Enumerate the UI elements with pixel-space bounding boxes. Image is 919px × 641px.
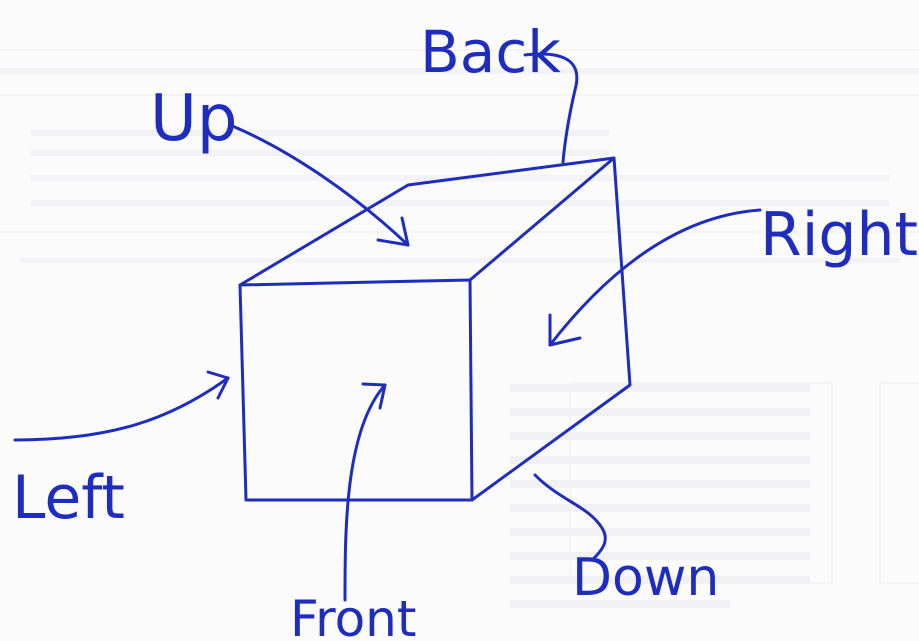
label-right: Right: [760, 200, 918, 270]
left-arrow: [13, 376, 230, 442]
label-left: Left: [12, 463, 125, 533]
left-arrowhead: [206, 370, 230, 400]
background-bleedthrough: [0, 49, 919, 608]
back-leader-line: [523, 52, 579, 164]
up-arrowhead: [376, 216, 410, 247]
front-arrow: [343, 383, 387, 602]
right-arrow: [548, 208, 762, 347]
cube-front-face: [238, 278, 474, 502]
down-leader-line: [533, 473, 607, 562]
cube-right-face: [470, 156, 632, 502]
right-arrowhead: [548, 313, 582, 347]
label-front: Front: [290, 590, 416, 641]
up-arrow: [228, 123, 410, 247]
label-down: Down: [572, 548, 719, 608]
label-back: Back: [420, 18, 561, 86]
label-up: Up: [150, 82, 237, 156]
cube-top-face: [238, 156, 616, 287]
front-arrowhead: [361, 382, 387, 410]
